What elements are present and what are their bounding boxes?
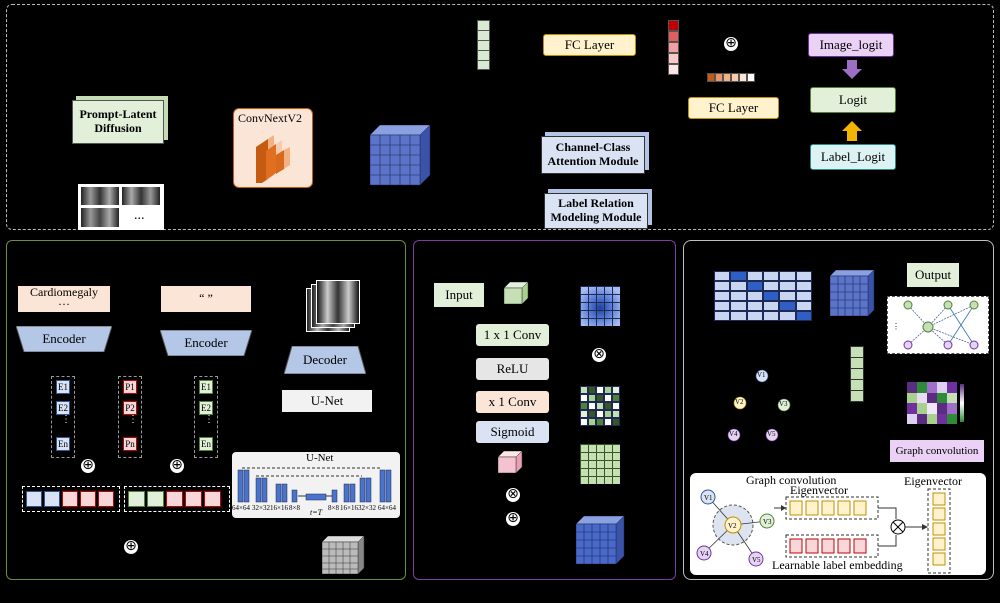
node-label: V5: [767, 430, 776, 438]
node-v5-text: V5: [752, 556, 761, 564]
e-token-column-1: E1 E2 ⋮ En: [51, 376, 75, 458]
empty-prompt-box: “ ”: [161, 286, 251, 312]
latent-cube: [322, 536, 366, 574]
graph-conv-heatmap: [907, 382, 957, 424]
svg-text:⋮: ⋮: [892, 322, 900, 331]
xray-image: [81, 208, 119, 227]
attention-small-cube: [498, 451, 524, 473]
convnext-layers-icon: [252, 127, 302, 183]
add-operator-icon: ⊕: [124, 540, 138, 554]
conv1x1-box-2: x 1 Conv: [476, 391, 549, 413]
unet-box: U-Net: [282, 390, 372, 412]
feature-vector-green: [477, 20, 490, 70]
add-operator-icon: ⊕: [506, 512, 520, 526]
add-operator-icon: ⊕: [170, 459, 184, 473]
add-operator-icon: ⊕: [81, 459, 95, 473]
node-label: V1: [757, 371, 766, 379]
unet-detail-panel: U-Net 64×64 32×32 16×16 8×8 8×8 16×16 32…: [232, 452, 400, 518]
unet-res-label: 32×32: [358, 504, 376, 512]
concat-tokens-2: [124, 486, 230, 512]
channel-weight-grid: [580, 386, 620, 426]
xray-image: [122, 187, 160, 205]
unet-res-label: 8×8: [289, 504, 300, 512]
node-label: V2: [735, 398, 744, 406]
node-label: V3: [779, 400, 788, 408]
e-token: E2: [199, 401, 213, 415]
unet-t-label: t=T: [310, 508, 322, 517]
e-token: E1: [199, 380, 213, 394]
p-token-column: P1 P2 ⋮ Pn: [118, 376, 142, 458]
graph-feature-cube: [830, 270, 876, 316]
relu-box: ReLU: [476, 358, 549, 380]
graph-conv-detail-diagram: V1 V2 V3 V4 V5: [690, 473, 986, 575]
cardiomegaly-prompt-box: Cardiomegaly ···: [18, 286, 110, 312]
fc-layer-box-2: FC Layer: [688, 97, 779, 119]
label-cooccurrence-matrix: [714, 271, 812, 321]
label-relation-box: Label Relation Modeling Module: [544, 193, 648, 229]
unet-res-label: 16×16: [340, 504, 358, 512]
unet-res-label: 8×8: [328, 504, 339, 512]
graph-conv-detail-panel: Graph convolution Eigenvector Eigenvecto…: [690, 473, 986, 575]
unet-res-label: 64×64: [378, 504, 396, 512]
feature-cube: [370, 125, 432, 187]
output-feature-cube: [576, 516, 626, 564]
encoder-label-2: Encoder: [160, 330, 252, 356]
convnext-label: ConvNextV2: [238, 111, 302, 126]
node-v1-text: V1: [704, 494, 713, 502]
xray-stack: [306, 280, 358, 332]
xray-thumbnails: ...: [78, 184, 164, 230]
e-token: En: [56, 437, 70, 451]
node-v4-text: V4: [700, 550, 709, 558]
sigmoid-box: Sigmoid: [476, 421, 549, 443]
e-token: E1: [56, 380, 70, 394]
convnext-box: ConvNextV2: [233, 108, 313, 188]
p-token: P1: [123, 380, 137, 394]
graph-convolution-box: Graph convolution: [890, 440, 984, 462]
unet-res-label: 32×32: [252, 504, 270, 512]
image-logit-box: Image_logit: [808, 33, 894, 57]
decoder-label: Decoder: [284, 346, 366, 374]
p-token: P2: [123, 401, 137, 415]
unet-res-label: 64×64: [232, 504, 250, 512]
input-box: Input: [434, 283, 484, 307]
ellipsis-label: ...: [134, 208, 145, 224]
channel-class-attention-box: Channel-Class Attention Module: [541, 136, 645, 174]
graph-network-diagram: ⋮: [888, 297, 988, 353]
p-token: Pn: [123, 437, 137, 451]
encoder-label-1: Encoder: [16, 326, 112, 352]
label-logit-box: Label_Logit: [810, 144, 896, 170]
xray-image: [81, 187, 119, 205]
add-operator-icon: ⊕: [724, 37, 738, 51]
input-small-cube: [504, 282, 530, 304]
cardiomegaly-dots: ···: [18, 298, 110, 310]
arrow-down-icon: [842, 60, 862, 80]
node-v3-text: V3: [763, 518, 772, 526]
class-feature-grid: [580, 444, 620, 484]
node-v2-text: V2: [728, 522, 737, 530]
graph-output-vector: [850, 346, 864, 402]
graph-network-panel: ⋮: [887, 296, 989, 354]
heatmap-colorbar: [960, 384, 964, 422]
output-box: Output: [907, 263, 959, 287]
node-label: V4: [729, 430, 738, 438]
multiply-operator-icon: ⊗: [506, 488, 520, 502]
unet-res-label: 16×16: [270, 504, 288, 512]
concat-tokens-1: [22, 486, 120, 512]
prompt-latent-diffusion-box: Prompt-Latent Diffusion: [72, 100, 164, 144]
multiply-operator-icon: ⊗: [592, 348, 606, 362]
conv1x1-box-1: 1 x 1 Conv: [476, 324, 549, 346]
e-token: En: [199, 437, 213, 451]
logit-vector-red: [668, 20, 679, 68]
feature-vector-orange: [707, 73, 755, 82]
logit-box: Logit: [810, 87, 896, 113]
arrow-up-icon: [842, 121, 862, 141]
e-token: E2: [56, 401, 70, 415]
fc-layer-box-1: FC Layer: [543, 34, 636, 56]
attention-heatmap-grid: [580, 286, 620, 326]
e-token-column-2: E1 E2 ⋮ En: [194, 376, 218, 458]
